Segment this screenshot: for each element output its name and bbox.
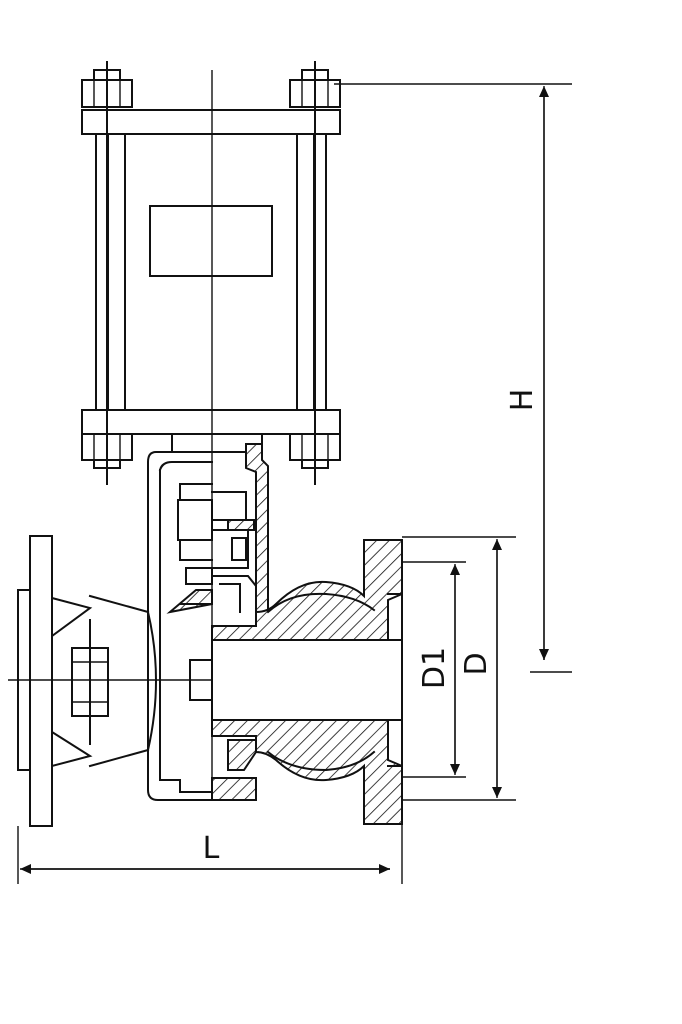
actuator-assembly [81,61,341,485]
dimension-h-label: H [505,389,540,412]
bore [211,639,403,721]
valve-body [147,539,403,825]
nameplate [149,205,273,277]
left-flange-plate [29,535,53,827]
dimension-l: L [17,824,403,884]
body-lower-right [211,719,403,825]
dimension-l-label: L [203,831,220,866]
dimension-d1-label: D1 [417,647,452,689]
dimension-h: H [334,83,572,673]
dimension-d: D [402,536,516,801]
bottom-end-cap [81,409,341,435]
dimension-d1: D1 [402,561,466,778]
dimension-d-label: D [459,652,494,675]
bonnet [147,433,269,613]
top-end-cap [81,109,341,135]
left-flange-assembly [17,535,157,827]
